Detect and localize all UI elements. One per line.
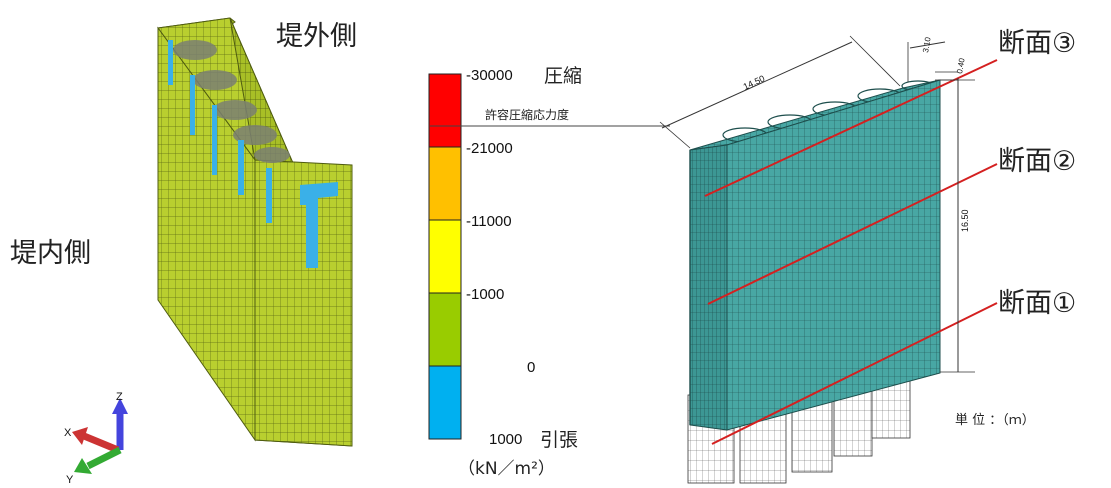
section-label-1: 断面① — [998, 288, 1076, 319]
pile-head-patch — [173, 40, 217, 60]
x-axis-arrowhead — [72, 427, 88, 445]
right-model-front-face — [726, 79, 941, 431]
width-dimension-line — [909, 41, 946, 49]
width-dimension-value: 3.10 — [921, 36, 933, 53]
legend-tick-label: -11000 — [466, 213, 512, 230]
legend-allowable-stress-label: 許容圧縮応力度 — [485, 107, 569, 122]
y-axis-arrowhead — [74, 458, 92, 474]
tension-zone — [238, 140, 244, 195]
z-axis-arrowhead — [112, 398, 128, 414]
legend-band-compression-max — [428, 73, 462, 148]
x-axis-arrow — [82, 432, 120, 454]
section-line-2 — [707, 163, 998, 305]
axis-triad: Z X Y — [64, 391, 128, 486]
legend-tick-label: 0 — [527, 359, 535, 376]
section-line-1 — [711, 302, 998, 445]
length-dimension-value: 14.50 — [742, 73, 767, 92]
tension-zone — [212, 105, 217, 175]
inner-side-label: 堤内側 — [10, 238, 91, 269]
legend-tick-label: 1000 — [489, 431, 522, 448]
legend-tick-label: -21000 — [466, 140, 513, 157]
legend-band-compression-high — [428, 146, 462, 221]
height-dimension-value: 16.50 — [960, 209, 970, 232]
left-model — [157, 17, 353, 447]
tension-zone — [168, 40, 173, 85]
tension-zone — [190, 75, 195, 135]
y-axis-label: Y — [66, 474, 74, 486]
left-model-end-face — [254, 159, 353, 447]
outer-side-label: 堤外側 — [276, 21, 357, 52]
pile-head-patch — [213, 100, 257, 120]
legend-tick-label: -30000 — [466, 67, 513, 84]
legend-band-tension — [428, 365, 462, 440]
stress-legend: -30000 -21000 -11000 -1000 0 1000 圧縮 許容圧… — [428, 65, 670, 479]
pile-head-patch — [193, 70, 237, 90]
section-label-3: 断面③ — [998, 28, 1076, 59]
pile-head-patch — [254, 147, 290, 163]
legend-compression-label: 圧縮 — [544, 65, 582, 87]
top-dimension-value: 0.40 — [955, 57, 967, 74]
y-axis-arrow — [86, 446, 122, 470]
length-dimension-tick — [849, 35, 901, 87]
right-model: 14.50 3.10 0.40 16.50 — [659, 35, 998, 484]
unit-note: 単 位 ：（ｍ） — [955, 412, 1035, 428]
section-label-2: 断面② — [998, 146, 1076, 177]
x-axis-label: X — [64, 427, 72, 439]
z-axis-label: Z — [116, 391, 123, 403]
section-line-3 — [704, 59, 998, 197]
legend-band-compression-low — [428, 292, 462, 367]
length-dimension-tick — [659, 121, 691, 149]
length-dimension-line — [661, 41, 853, 129]
legend-band-compression-mid — [428, 219, 462, 294]
legend-tick-label: -1000 — [466, 286, 504, 303]
tension-zone — [300, 182, 338, 268]
legend-unit-label: （kN／m²） — [458, 459, 555, 479]
legend-tension-label: 引張 — [540, 429, 578, 451]
tension-zone — [266, 168, 272, 223]
